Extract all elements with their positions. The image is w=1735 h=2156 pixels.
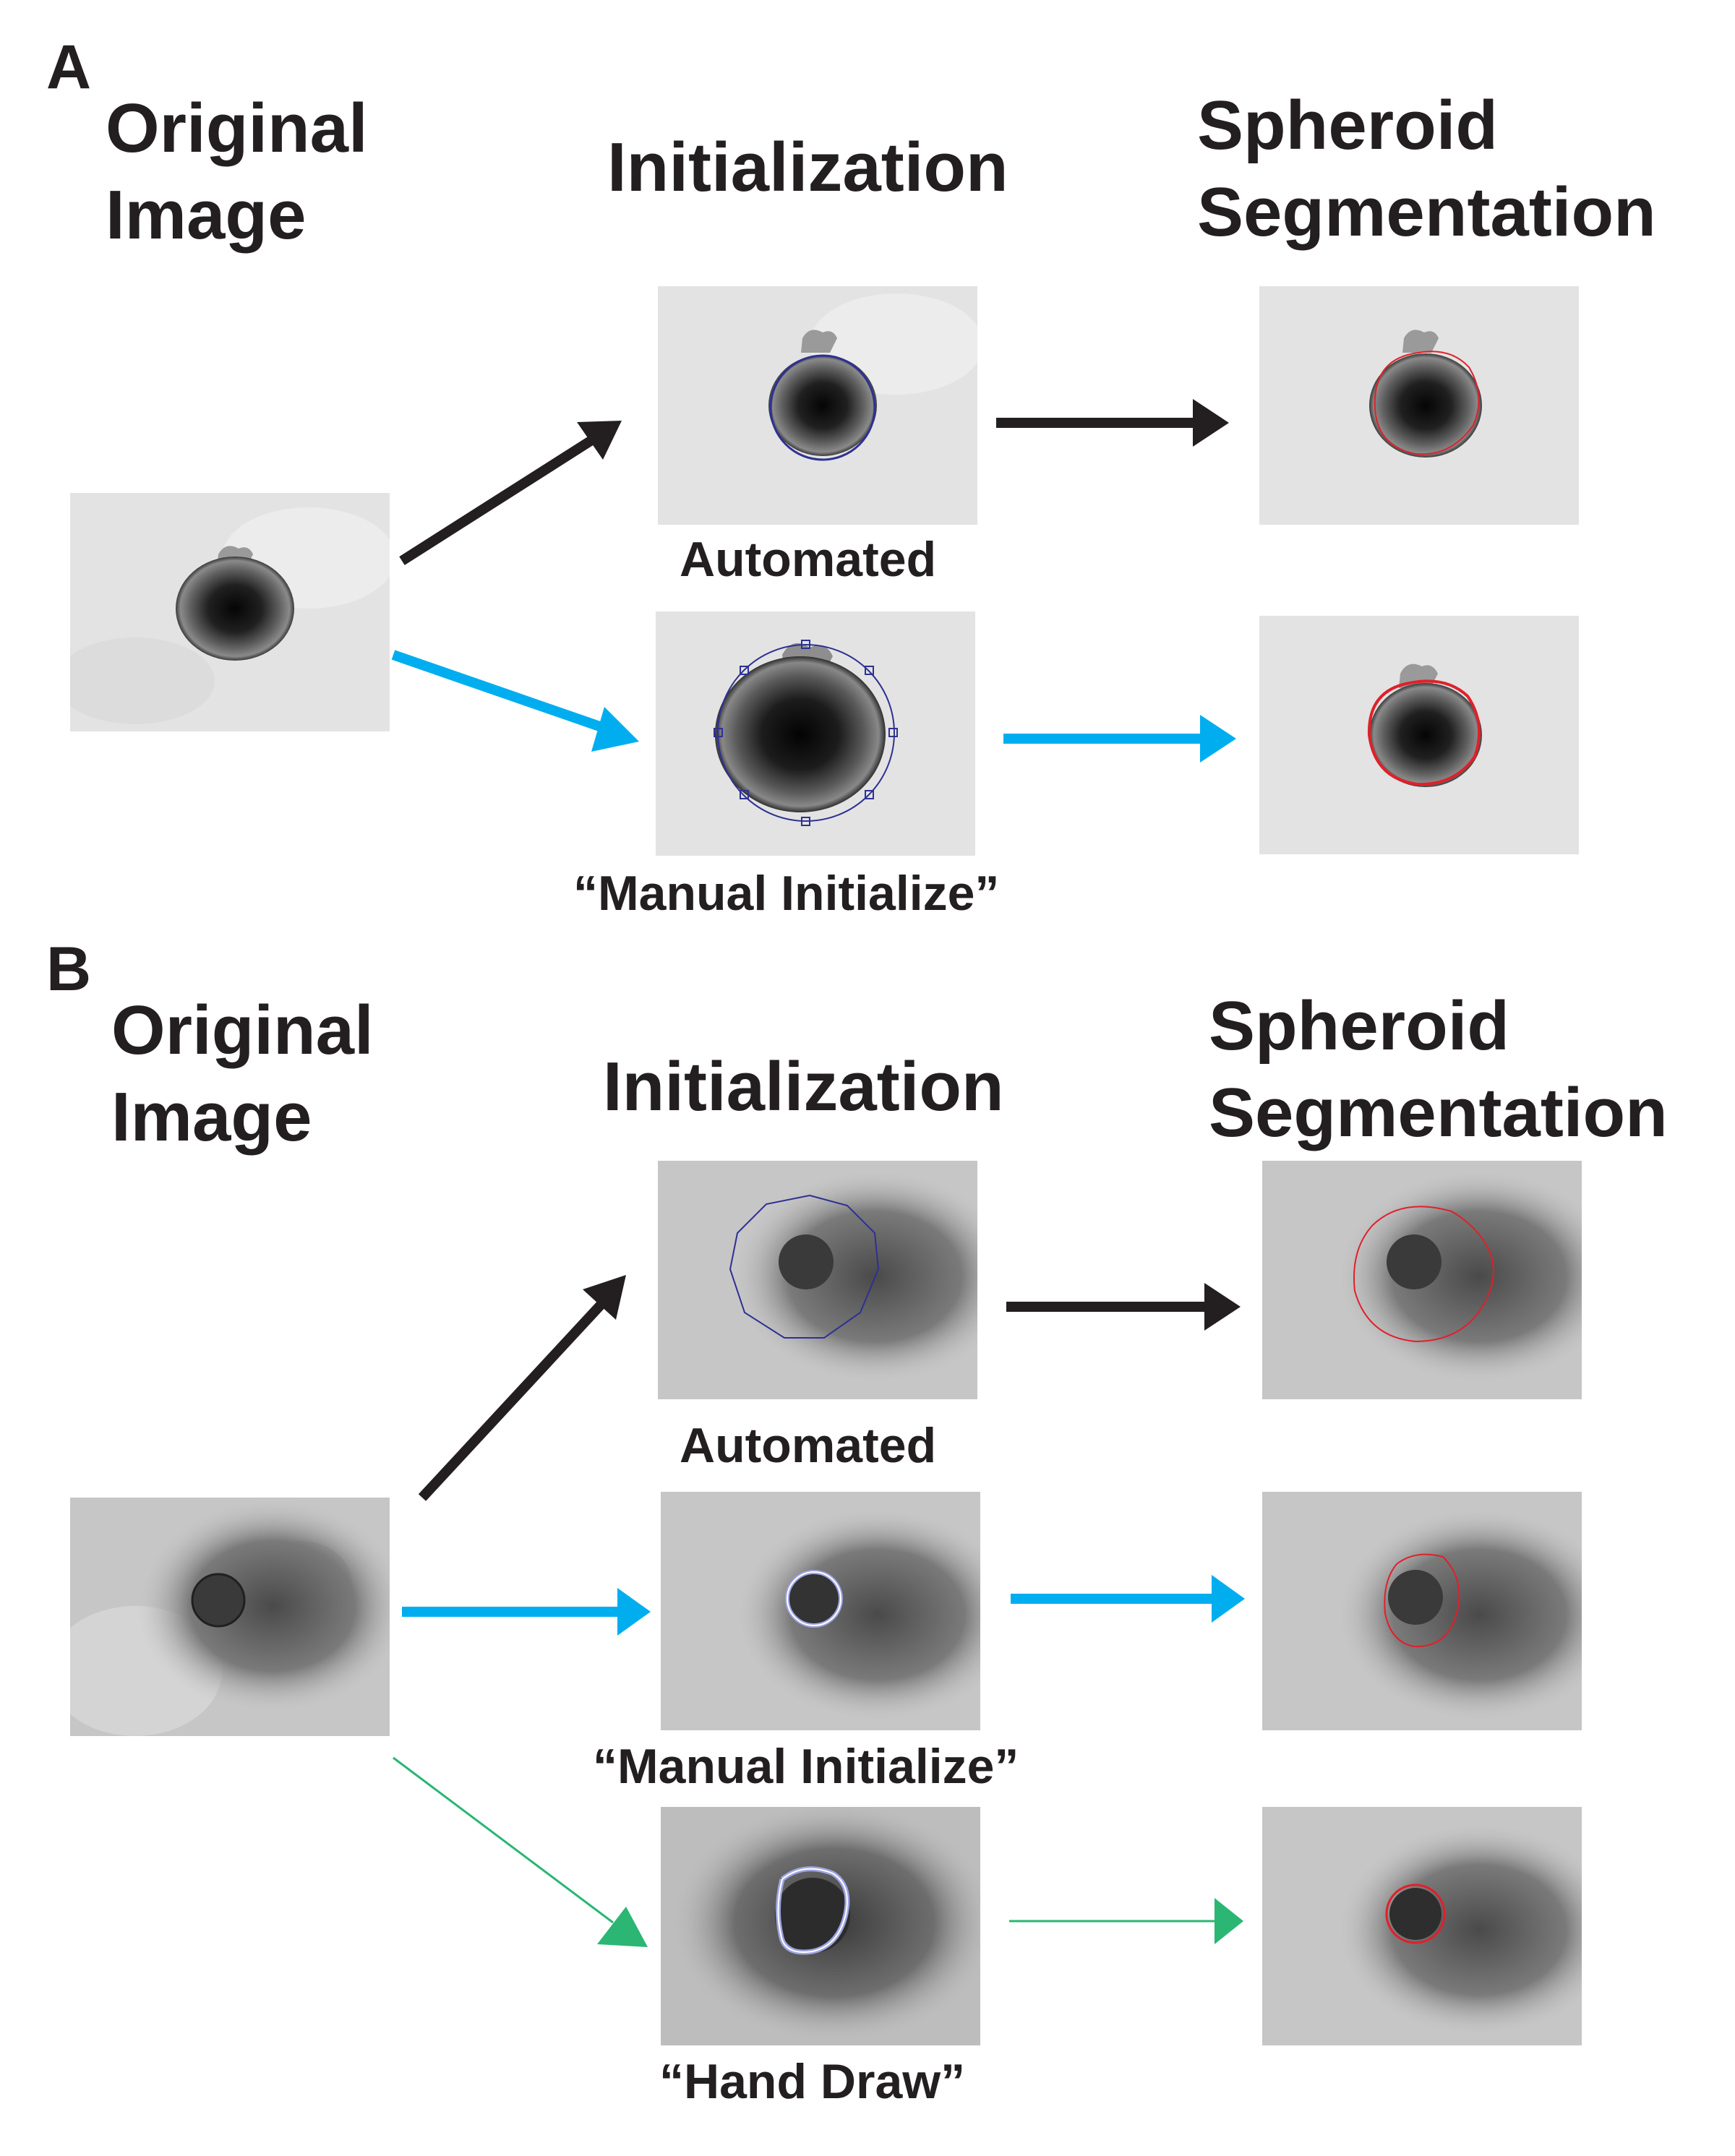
panel-b-automated-caption: Automated bbox=[680, 1418, 937, 1473]
panel-b-label: B bbox=[46, 935, 92, 1004]
panel-b-hand-draw-caption: “Hand Draw” bbox=[659, 2054, 966, 2109]
panel-b-segmentation-automated-image bbox=[1262, 1161, 1582, 1399]
panel-a-original-image bbox=[70, 493, 390, 731]
panel-a-segmentation-manual-image bbox=[1259, 616, 1579, 854]
arrow-b-manual-to-seg bbox=[1011, 1575, 1245, 1623]
panel-b-manual-caption: “Manual Initialize” bbox=[593, 1739, 1019, 1794]
panel-b-initialization-heading: Initialization bbox=[603, 1048, 1004, 1125]
panel-b-automated-init-image bbox=[658, 1161, 977, 1399]
panel-a-automated-caption: Automated bbox=[680, 532, 937, 587]
arrow-a-automated-to-init bbox=[399, 421, 622, 565]
panel-b-original-image bbox=[70, 1498, 390, 1736]
arrow-b-hand-draw-to-seg bbox=[1009, 1898, 1243, 1944]
arrow-a-manual-to-seg bbox=[1003, 715, 1236, 763]
arrow-a-manual-to-init bbox=[391, 650, 639, 752]
arrow-b-automated-to-init bbox=[418, 1275, 626, 1501]
panel-b-segmentation-hand-draw-image bbox=[1262, 1807, 1582, 2045]
panel-a-manual-caption: “Manual Initialize” bbox=[573, 866, 1000, 921]
panel-a-label: A bbox=[46, 33, 92, 102]
panel-a-initialization-heading: Initialization bbox=[607, 129, 1008, 206]
panel-a-manual-init-image bbox=[656, 611, 975, 856]
panel-b-segmentation-manual-image bbox=[1262, 1492, 1582, 1730]
panel-a-segmentation-automated-image bbox=[1259, 286, 1579, 525]
panel-b-hand-draw-init-image bbox=[661, 1807, 980, 2045]
panel-a-automated-init-image bbox=[658, 286, 977, 525]
arrow-b-automated-to-seg bbox=[1006, 1283, 1241, 1331]
panel-b-manual-init-image bbox=[661, 1492, 980, 1730]
arrow-b-hand-draw-to-init bbox=[393, 1756, 648, 1947]
arrow-b-manual-to-init bbox=[402, 1588, 651, 1636]
arrow-a-automated-to-seg bbox=[996, 399, 1229, 447]
